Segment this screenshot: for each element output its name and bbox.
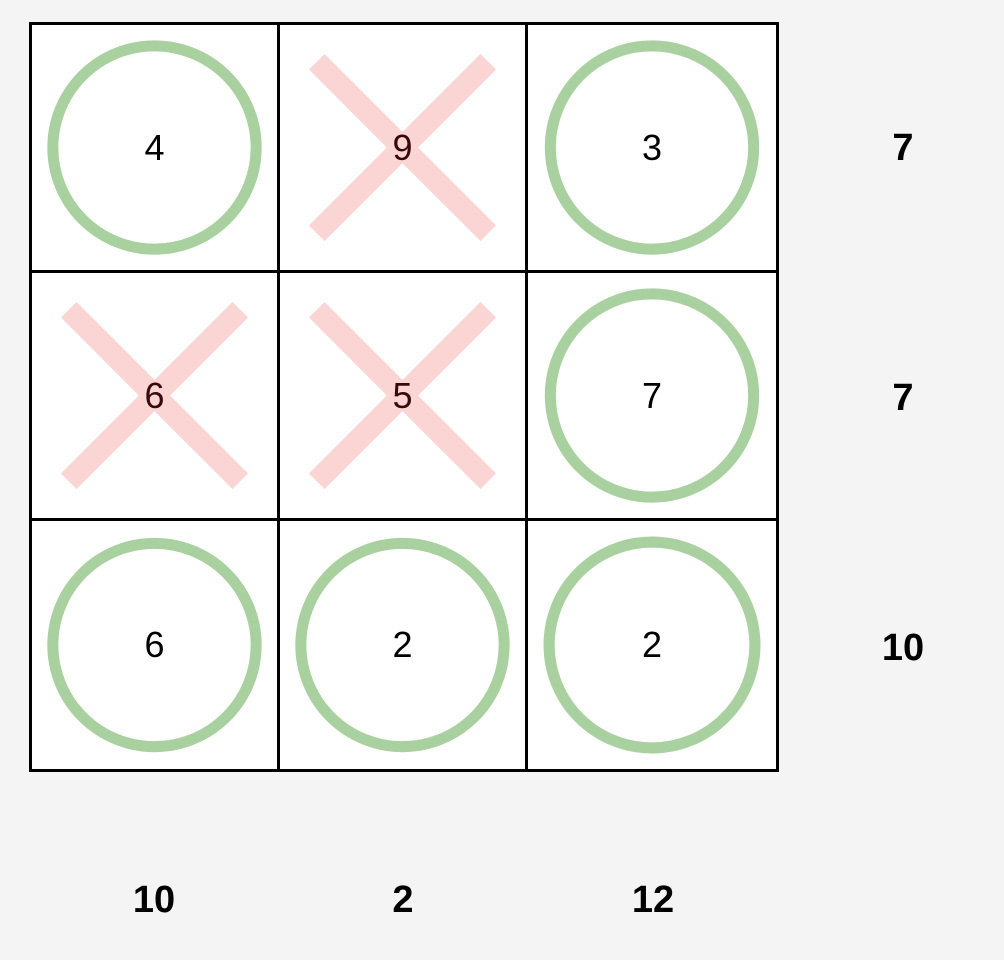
col-sum-2: 2 — [392, 878, 414, 921]
cross-mark-icon — [60, 301, 249, 490]
row-sum-1: 7 — [892, 126, 914, 169]
circle-mark-icon — [295, 537, 510, 753]
col-sum-1: 10 — [132, 878, 176, 921]
cell-value: 5 — [392, 374, 413, 416]
col-sum-3: 12 — [631, 878, 675, 921]
cell-value: 7 — [641, 374, 663, 416]
board-cell-r2c3[interactable]: 7 — [528, 273, 776, 521]
board-cell-r1c1[interactable]: 4 — [32, 25, 280, 273]
cell-value: 6 — [144, 374, 165, 416]
board-cell-r2c1[interactable]: 6 — [32, 273, 280, 521]
board-cell-r2c2[interactable]: 5 — [280, 273, 528, 521]
circle-mark-icon — [47, 537, 262, 753]
board-cell-r3c1[interactable]: 6 — [32, 521, 280, 769]
cell-value: 4 — [144, 126, 165, 168]
cross-mark-icon — [308, 301, 497, 490]
circle-mark-icon — [543, 536, 761, 754]
row-sum-3: 10 — [881, 626, 925, 669]
circle-mark-icon — [544, 40, 760, 255]
cell-value: 2 — [641, 624, 663, 665]
game-board: 4 9 3 6 5 7 6 2 — [29, 22, 779, 772]
cell-value: 9 — [392, 126, 413, 168]
circle-mark-icon — [47, 40, 262, 255]
board-cell-r3c3[interactable]: 2 — [528, 521, 776, 769]
board-cell-r1c2[interactable]: 9 — [280, 25, 528, 273]
cell-value: 3 — [641, 126, 663, 168]
board-cell-r3c2[interactable]: 2 — [280, 521, 528, 769]
row-sum-2: 7 — [892, 376, 914, 419]
cell-value: 2 — [392, 624, 413, 665]
board-cell-r1c3[interactable]: 3 — [528, 25, 776, 273]
cell-value: 6 — [144, 624, 165, 665]
circle-mark-icon — [544, 288, 760, 503]
cross-mark-icon — [308, 53, 497, 242]
